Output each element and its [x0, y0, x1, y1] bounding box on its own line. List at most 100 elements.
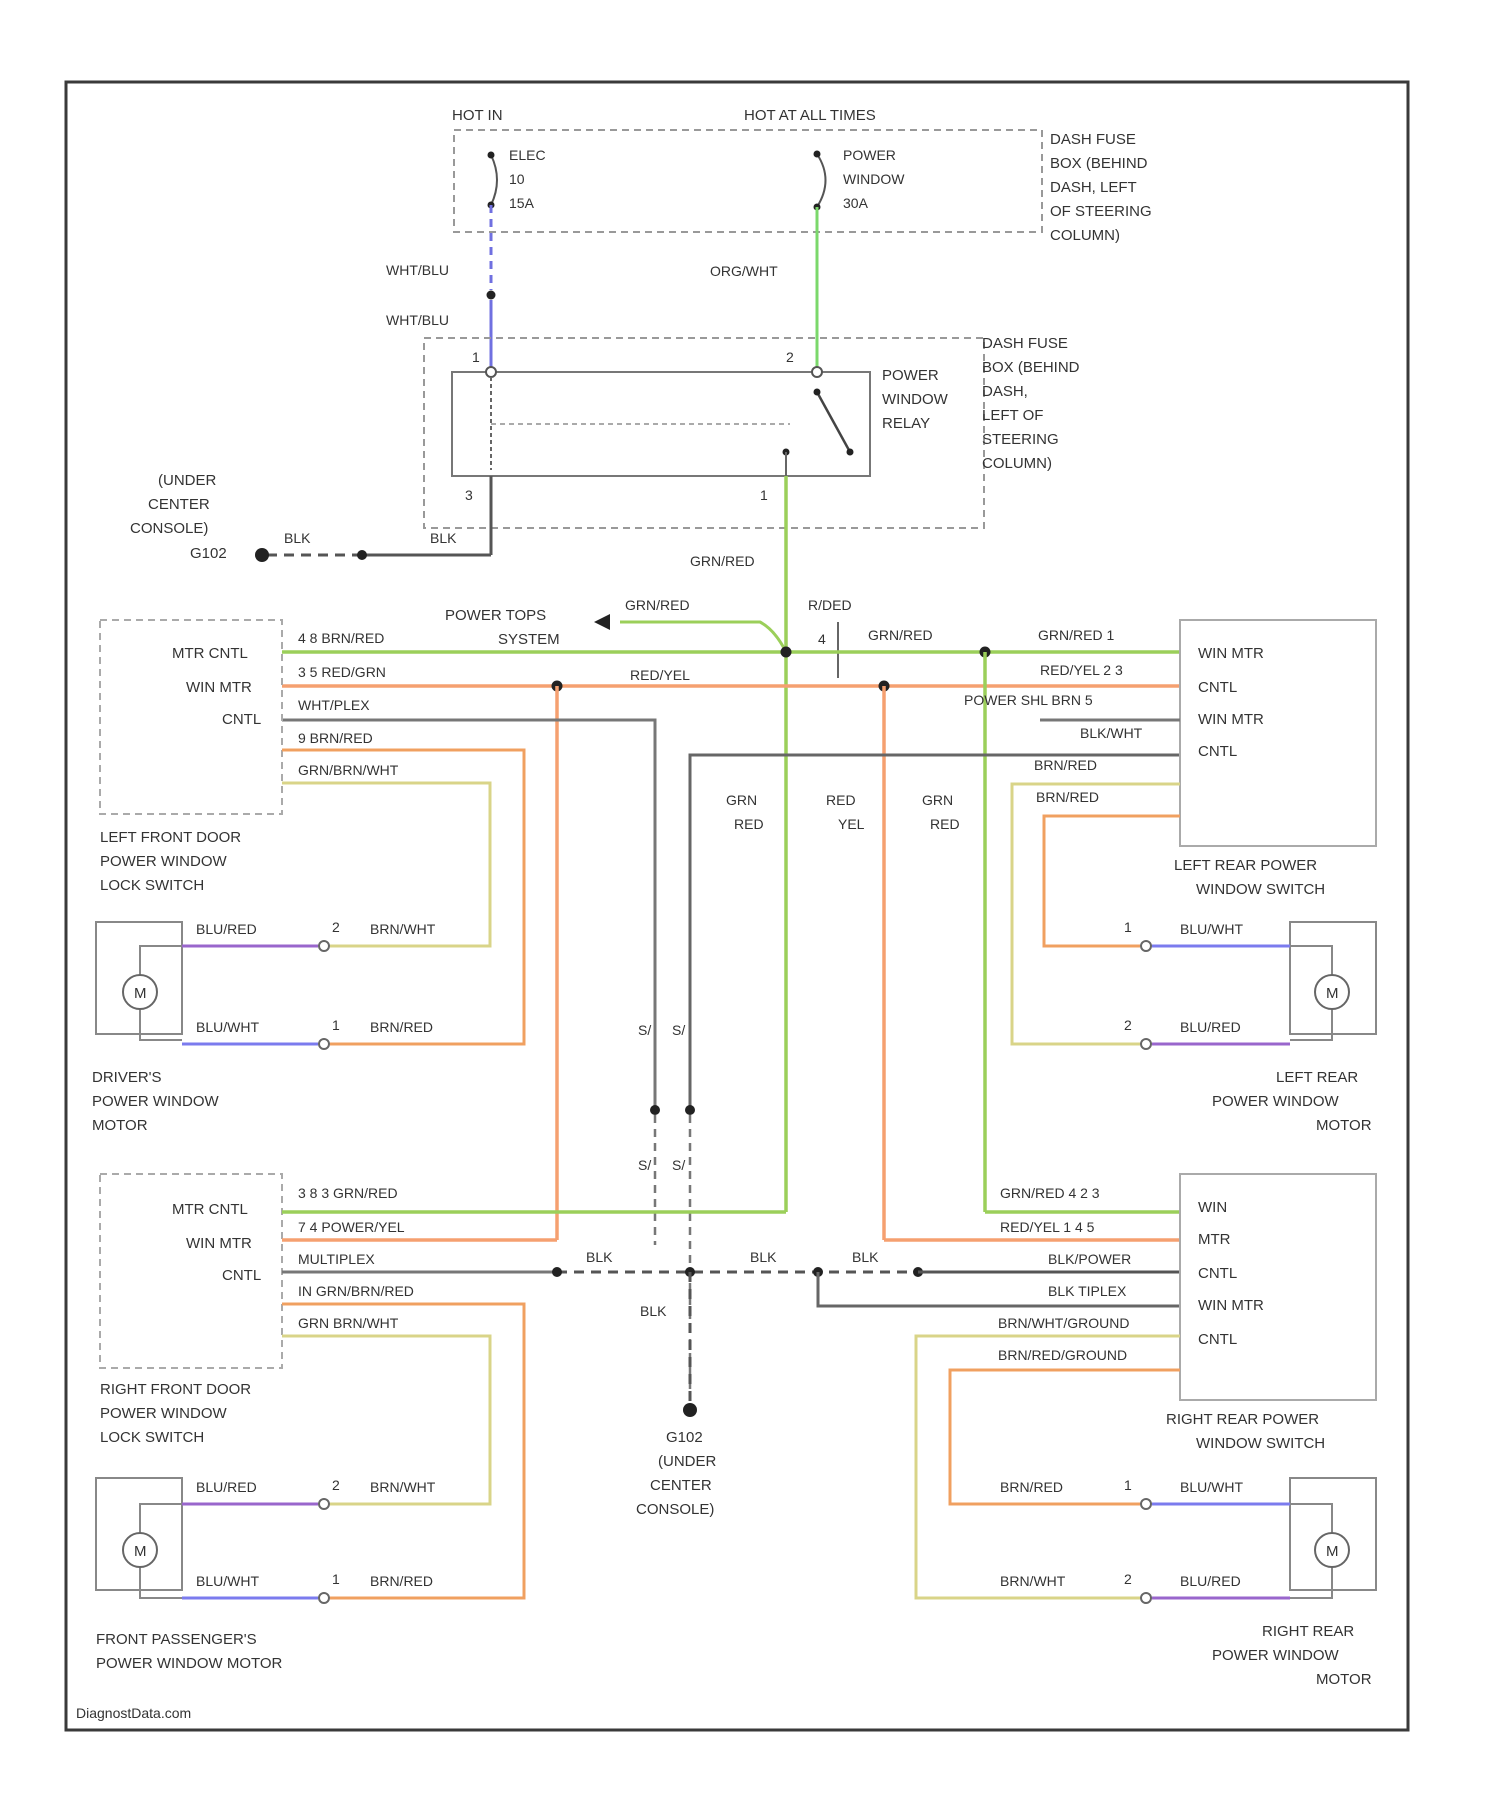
rr-wire-blu-red: BLU/RED [1180, 1573, 1241, 1589]
left-rear-motor-label: LEFT REAR POWER WINDOW MOTOR [1212, 1069, 1372, 1134]
svg-text:POWER WINDOW: POWER WINDOW [100, 1405, 227, 1422]
wire-label-red-yel-bus: RED/YEL [630, 667, 690, 683]
svg-text:RED: RED [734, 816, 764, 832]
lf-wire-brn-red: BRN/RED [370, 1019, 433, 1035]
pw-fuse-label-2: WINDOW [843, 171, 905, 187]
svg-text:3 5 RED/GRN: 3 5 RED/GRN [298, 664, 386, 680]
rf-wire-blu-wht: BLU/WHT [196, 1573, 259, 1589]
lf-switch-pin-labels: MTR CNTL WIN MTR CNTL [172, 645, 261, 728]
svg-text:LOCK SWITCH: LOCK SWITCH [100, 877, 204, 894]
power-window-fuse-symbol [817, 154, 826, 207]
svg-text:POWER: POWER [882, 367, 939, 384]
svg-text:BRN/WHT/GROUND: BRN/WHT/GROUND [998, 1315, 1129, 1331]
lf-switch-label: LEFT FRONT DOOR POWER WINDOW LOCK SWITCH [100, 829, 241, 894]
svg-text:BLK/WHT: BLK/WHT [1080, 725, 1143, 741]
svg-text:CENTER: CENTER [650, 1477, 712, 1494]
svg-text:BLK/POWER: BLK/POWER [1048, 1251, 1131, 1267]
lf-wire-blu-wht: BLU/WHT [196, 1019, 259, 1035]
svg-text:GRN/RED 4 2 3: GRN/RED 4 2 3 [1000, 1185, 1100, 1201]
relay-terminal-1 [486, 367, 496, 377]
svg-text:WINDOW: WINDOW [882, 391, 949, 408]
svg-text:POWER SHL BRN 5: POWER SHL BRN 5 [964, 692, 1093, 708]
svg-text:CNTL: CNTL [1198, 1265, 1237, 1282]
svg-text:DRIVER'S: DRIVER'S [92, 1069, 162, 1086]
svg-text:CNTL: CNTL [222, 1267, 261, 1284]
svg-text:WINDOW SWITCH: WINDOW SWITCH [1196, 881, 1325, 898]
svg-text:POWER WINDOW: POWER WINDOW [100, 853, 227, 870]
dash-fuse-box-relay-label: DASH FUSE BOX (BEHIND DASH, LEFT OF STEE… [982, 335, 1080, 472]
rr-switch-pin-labels: WIN MTR CNTL WIN MTR CNTL [1198, 1199, 1264, 1348]
ground-bottom-label: G102 (UNDER CENTER CONSOLE) [636, 1429, 716, 1518]
lf-wire-blu-red: BLU/RED [196, 921, 257, 937]
lf-wire-brn-wht: BRN/WHT [370, 921, 436, 937]
rr-switch-label: RIGHT REAR POWER WINDOW SWITCH [1166, 1411, 1325, 1452]
dash-fuse-box-top-label: DASH FUSE BOX (BEHIND DASH, LEFT OF STEE… [1050, 131, 1152, 244]
relay-pin-bottom-right: 1 [760, 487, 768, 503]
rf-motor-conn-b [319, 1593, 329, 1603]
drivers-motor-label: DRIVER'S POWER WINDOW MOTOR [92, 1069, 219, 1134]
svg-text:G102: G102 [190, 545, 227, 562]
wire-grn-red-power-tops [620, 622, 786, 652]
wire-label-blk-1: BLK [284, 530, 311, 546]
pw-fuse-label-3: 30A [843, 195, 869, 211]
svg-text:GRN BRN/WHT: GRN BRN/WHT [298, 1315, 399, 1331]
svg-text:3 8 3 GRN/RED: 3 8 3 GRN/RED [298, 1185, 398, 1201]
svg-text:MOTOR: MOTOR [1316, 1671, 1372, 1688]
svg-text:WIN MTR: WIN MTR [1198, 711, 1264, 728]
hot-in-label: HOT IN [452, 107, 503, 124]
relay-pin-top-right: 2 [786, 349, 794, 365]
splice-grn-red-1 [781, 647, 792, 658]
dash-fuse-box-top [454, 130, 1042, 232]
wire-label-grn-red-pt: GRN/RED [625, 597, 690, 613]
connector-wht-blu [487, 291, 496, 300]
svg-text:COLUMN): COLUMN) [1050, 227, 1120, 244]
lr-switch-label: LEFT REAR POWER WINDOW SWITCH [1174, 857, 1325, 898]
lr-pin-b: 2 [1124, 1017, 1132, 1033]
wire-label-wht-blu-1: WHT/BLU [386, 262, 449, 278]
lr-wire-blu-wht: BLU/WHT [1180, 921, 1243, 937]
svg-text:OF STEERING: OF STEERING [1050, 203, 1152, 220]
vtag-3: S/ [638, 1157, 651, 1173]
ground-g102-bottom [683, 1403, 697, 1417]
svg-text:CENTER: CENTER [148, 496, 210, 513]
svg-text:GRN: GRN [726, 792, 757, 808]
rr-pin-a: 1 [1124, 1477, 1132, 1493]
svg-text:DASH, LEFT: DASH, LEFT [1050, 179, 1137, 196]
svg-text:WIN: WIN [1198, 1199, 1227, 1216]
elec-fuse-label-3: 15A [509, 195, 535, 211]
svg-text:FRONT PASSENGER'S: FRONT PASSENGER'S [96, 1631, 257, 1648]
wire-rr-brn-wht [916, 1336, 1180, 1598]
svg-text:RIGHT REAR: RIGHT REAR [1262, 1623, 1354, 1640]
svg-text:MOTOR: MOTOR [1316, 1117, 1372, 1134]
rr-motor-conn-b [1141, 1593, 1151, 1603]
center-wire-labels: GRN RED RED YEL GRN RED [726, 792, 960, 832]
svg-text:BRN/RED: BRN/RED [1036, 789, 1099, 805]
power-window-relay-label: POWER WINDOW RELAY [882, 367, 949, 432]
svg-text:CNTL: CNTL [1198, 1331, 1237, 1348]
svg-text:GRN/RED 1: GRN/RED 1 [1038, 627, 1114, 643]
svg-text:WIN MTR: WIN MTR [1198, 1297, 1264, 1314]
elec-fuse-label-1: ELEC [509, 147, 546, 163]
rf-wire-brn-wht: BRN/WHT [370, 1479, 436, 1495]
wire-multiplex-left [282, 720, 655, 1110]
svg-text:SYSTEM: SYSTEM [498, 631, 560, 648]
svg-text:POWER WINDOW: POWER WINDOW [92, 1093, 219, 1110]
ground-top-label: (UNDER CENTER CONSOLE) G102 [130, 472, 227, 562]
svg-text:CONSOLE): CONSOLE) [636, 1501, 714, 1518]
wire-label-wht-blu-2: WHT/BLU [386, 312, 449, 328]
rr-motor-conn-a [1141, 1499, 1151, 1509]
wire-label-grn-red-trunk: GRN/RED [690, 553, 755, 569]
svg-text:CNTL: CNTL [1198, 679, 1237, 696]
svg-text:RED: RED [930, 816, 960, 832]
svg-text:POWER WINDOW: POWER WINDOW [1212, 1647, 1339, 1664]
wire-label-blk-b1: BLK [586, 1249, 613, 1265]
svg-text:BOX (BEHIND: BOX (BEHIND [1050, 155, 1148, 172]
svg-text:BRN/RED/GROUND: BRN/RED/GROUND [998, 1347, 1127, 1363]
right-rear-motor-m: M [1326, 1543, 1339, 1560]
elec-fuse-symbol [491, 155, 497, 205]
vtag-1: S/ [638, 1022, 651, 1038]
relay-switch-contact [817, 392, 850, 452]
wire-lf-brn-red [282, 750, 524, 1044]
pw-fuse-top-dot [814, 151, 821, 158]
